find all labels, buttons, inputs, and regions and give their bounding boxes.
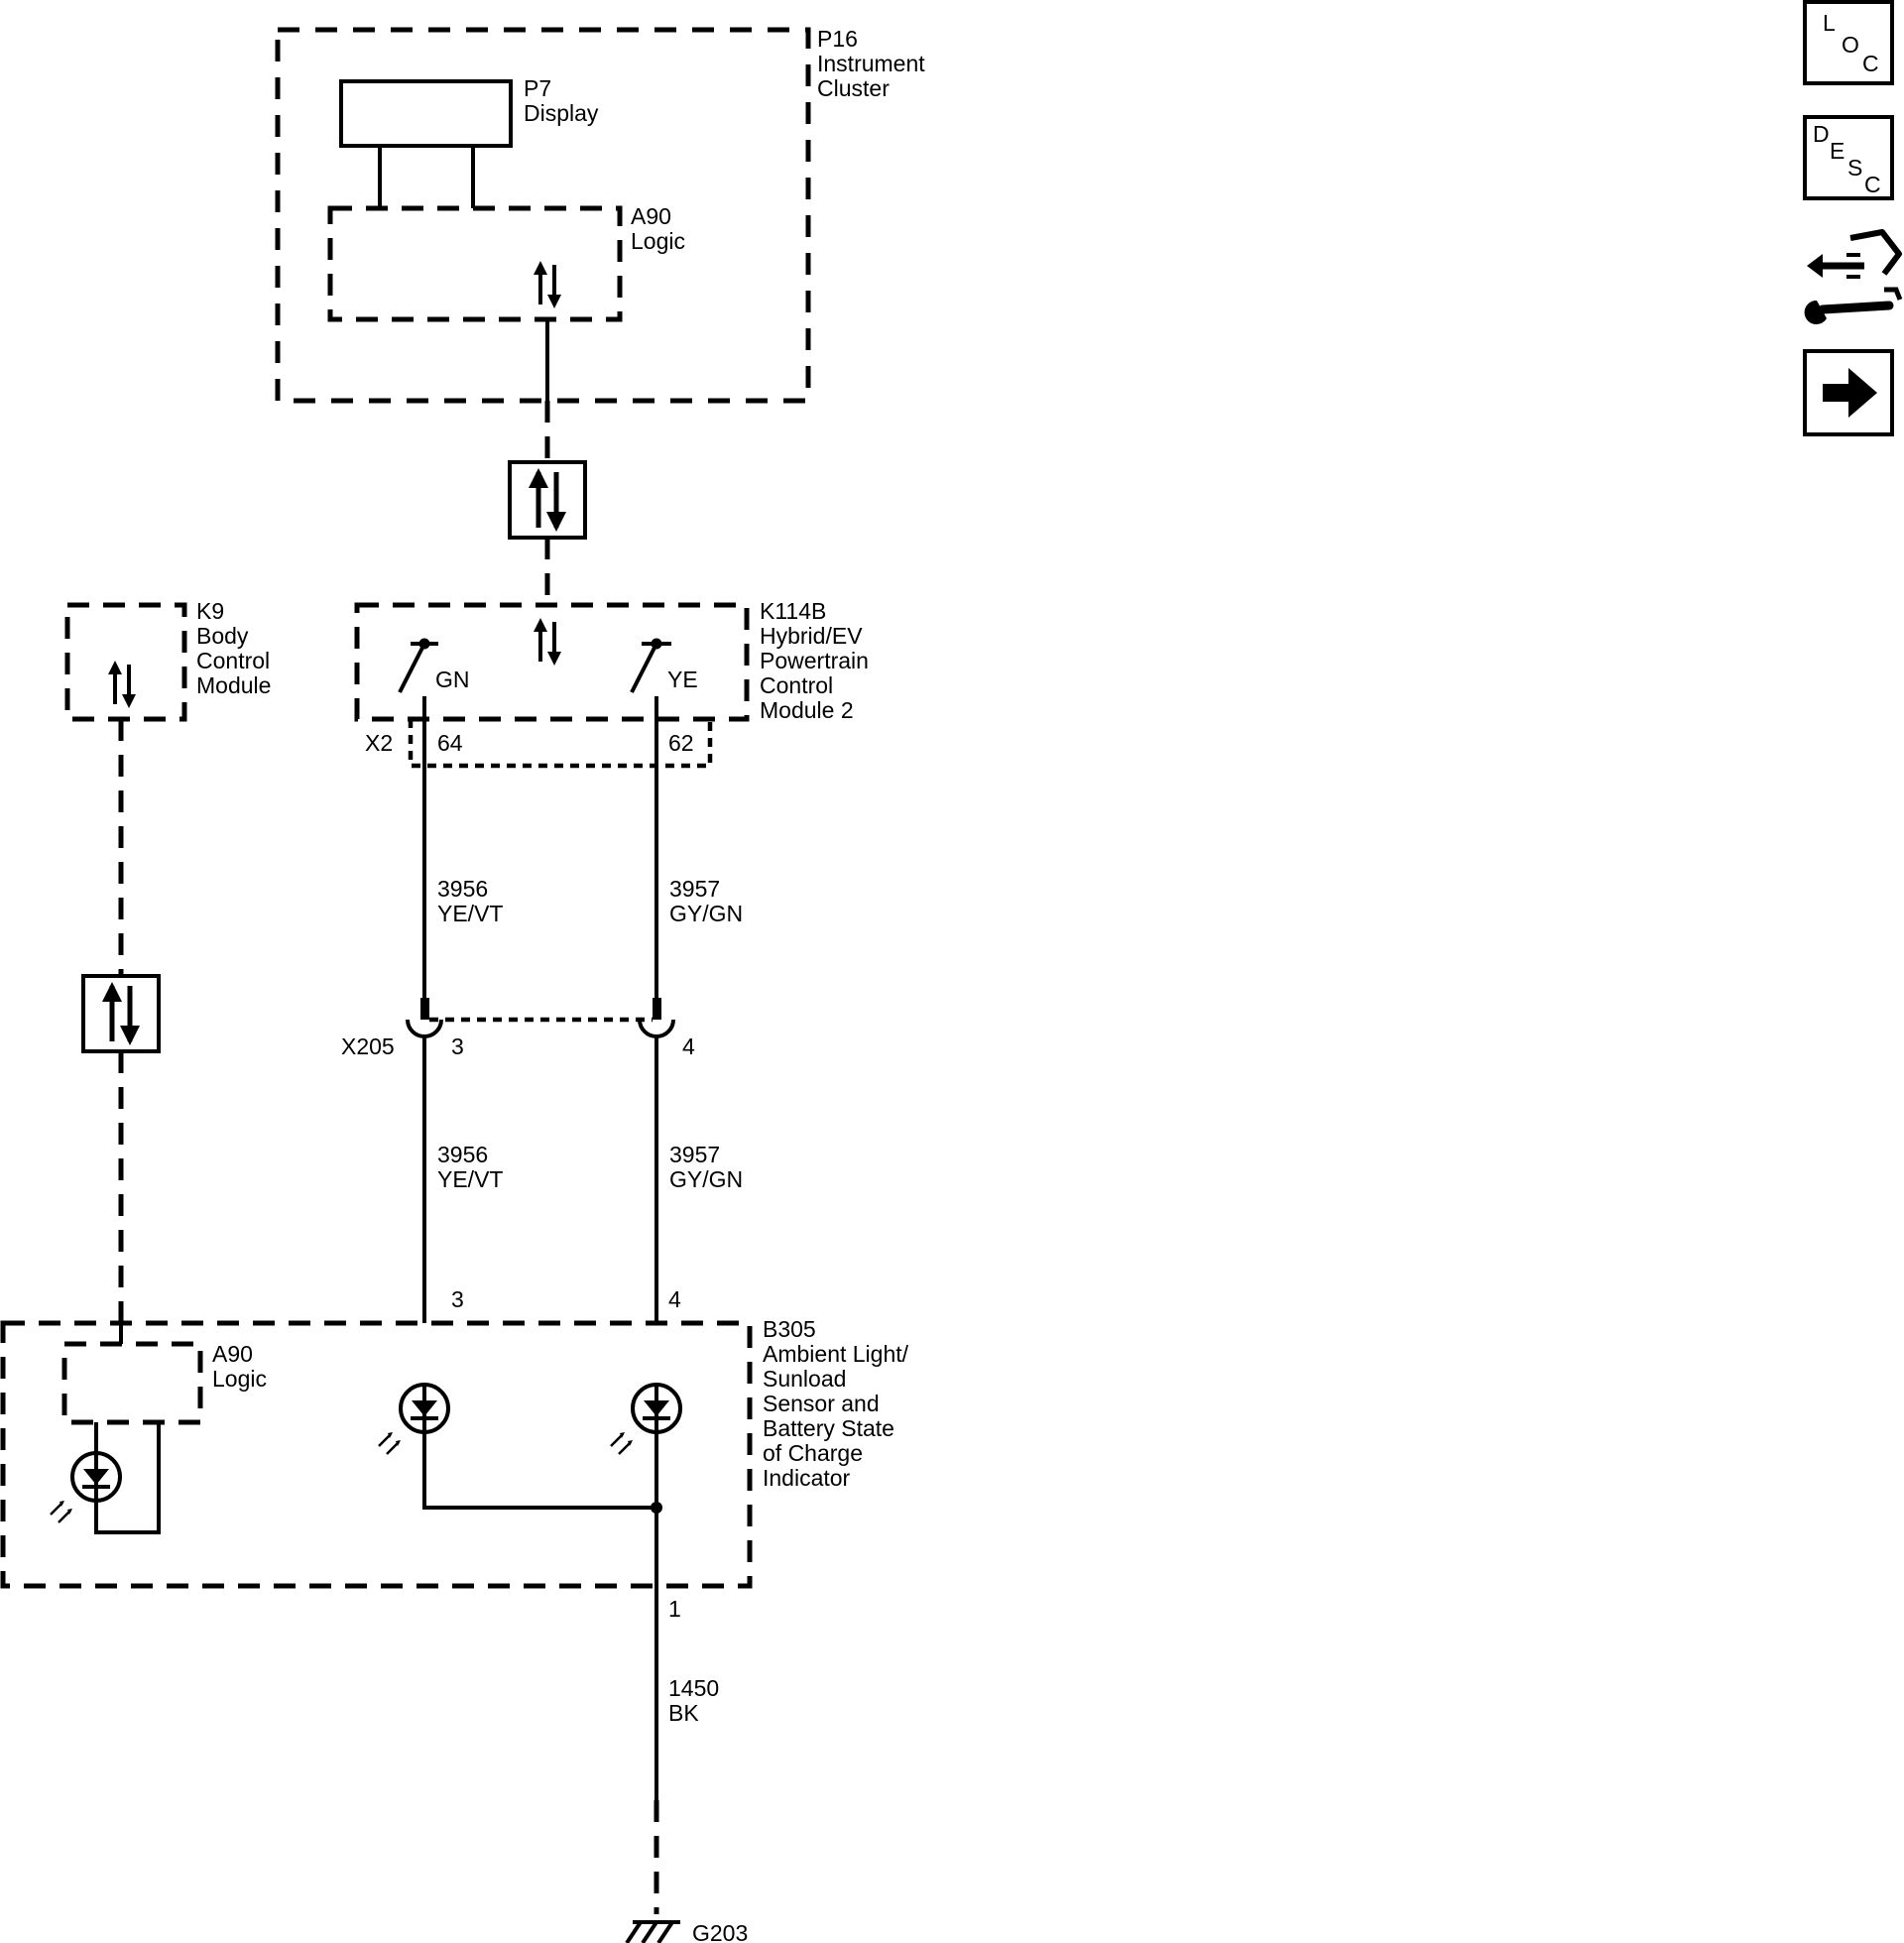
x2-pin-64: 64 <box>437 730 463 756</box>
serial-data-arrows-icon <box>532 259 563 310</box>
x2-connector: X2 64 62 <box>365 719 713 769</box>
b305-label-line3: Sensor and <box>763 1391 880 1416</box>
a90-top-label: Logic <box>631 228 685 254</box>
serial-data-arrows-icon <box>532 616 563 668</box>
wire-3957: 3957 GY/GN <box>653 696 743 1020</box>
k114b-label-line4: Module 2 <box>760 697 854 723</box>
wire-1450-circuit: 1450 <box>668 1675 719 1701</box>
desc-letter-e: E <box>1830 138 1844 164</box>
desc-icon[interactable]: D E S C <box>1803 115 1894 200</box>
a90-top-ref: A90 <box>631 203 671 229</box>
k114b-switch-left-label: GN <box>435 667 470 692</box>
wire-1450: 1 1450 BK <box>654 1586 719 1914</box>
k114b-label-line3: Control <box>760 672 833 698</box>
k114b-hybrid-ev-pcm2: GN YE K114B Hybrid/EV Powertrain Control… <box>354 598 869 723</box>
b305-pin-4: 4 <box>668 1286 681 1312</box>
p16-ref: P16 <box>817 26 858 52</box>
desc-letter-d: D <box>1813 121 1830 147</box>
serial-data-arrows-icon <box>529 468 566 532</box>
k9-body-control-module: K9 Body Control Module <box>64 598 271 722</box>
wire-3956-color: YE/VT <box>437 901 503 926</box>
g203-ground: G203 <box>625 1920 748 1943</box>
x205-pin-3: 3 <box>451 1033 464 1059</box>
loc-letter-l: L <box>1823 10 1836 36</box>
x205-pin-4: 4 <box>682 1033 695 1059</box>
wire-3956-circuit-lower: 3956 <box>437 1142 488 1167</box>
x2-ref: X2 <box>365 730 393 756</box>
a90-bottom-ref: A90 <box>212 1341 253 1367</box>
k114b-label-line1: Hybrid/EV <box>760 623 863 649</box>
wire-3957-color: GY/GN <box>669 901 743 926</box>
k9-label-line2: Control <box>196 648 270 673</box>
x205-connector: X205 3 4 <box>341 1017 695 1059</box>
desc-letter-s: S <box>1847 155 1862 181</box>
desc-letter-c: C <box>1864 172 1881 197</box>
p16-label-line1: Instrument <box>817 51 925 76</box>
a90-bottom-label: Logic <box>212 1366 267 1392</box>
loc-letter-o: O <box>1842 32 1859 58</box>
loc-icon[interactable]: L O C <box>1803 0 1894 85</box>
serial-data-arrows-icon <box>106 659 138 710</box>
k9-label-line1: Body <box>196 623 249 649</box>
a90-logic-top: A90 Logic <box>327 203 685 322</box>
k9-ref: K9 <box>196 598 224 624</box>
photodiode-icon <box>49 1451 122 1524</box>
b305-label-line4: Battery State <box>763 1415 894 1441</box>
photodiode-icon <box>609 1383 682 1456</box>
b305-pin-1: 1 <box>668 1596 681 1622</box>
photodiode-icon <box>377 1383 450 1456</box>
wire-3956-circuit: 3956 <box>437 876 488 902</box>
p7-display: P7 Display <box>339 75 599 208</box>
p7-label: Display <box>524 100 599 126</box>
b305-pin-3: 3 <box>451 1286 464 1312</box>
next-arrow-icon[interactable] <box>1803 349 1894 436</box>
k9-label-line3: Module <box>196 672 271 698</box>
k114b-ref: K114B <box>760 598 826 624</box>
x205-ref: X205 <box>341 1033 395 1059</box>
g203-ref: G203 <box>692 1920 748 1943</box>
wire-3957-circuit-lower: 3957 <box>669 1142 720 1167</box>
p16-label-line2: Cluster <box>817 75 890 101</box>
b305-ambient-light-sensor: 3 4 B305 Ambient Light/ Sunload Sensor a… <box>0 1286 909 1589</box>
wire-3957-circuit: 3957 <box>669 876 720 902</box>
serial-data-arrows-icon <box>102 982 140 1045</box>
wire-3956-color-lower: YE/VT <box>437 1166 503 1192</box>
serial-data-box-left <box>81 974 161 1053</box>
loc-letter-c: C <box>1862 51 1879 76</box>
wire-3957-color-lower: GY/GN <box>669 1166 743 1192</box>
k114b-switch-right-label: YE <box>667 667 698 692</box>
connector-wrench-icon[interactable] <box>1804 229 1903 324</box>
x2-pin-62: 62 <box>668 730 694 756</box>
b305-label-line1: Ambient Light/ <box>763 1341 909 1367</box>
k114b-label-line2: Powertrain <box>760 648 869 673</box>
b305-label-line5: of Charge <box>763 1440 863 1466</box>
b305-ref: B305 <box>763 1316 816 1342</box>
wire-1450-color: BK <box>668 1700 699 1726</box>
b305-label-line2: Sunload <box>763 1366 846 1392</box>
wire-3956: 3956 YE/VT <box>420 696 503 1020</box>
b305-label-line6: Indicator <box>763 1465 851 1491</box>
p16-instrument-cluster: P16 Instrument Cluster <box>275 26 925 404</box>
serial-data-box-top <box>508 460 587 540</box>
p7-ref: P7 <box>524 75 551 101</box>
